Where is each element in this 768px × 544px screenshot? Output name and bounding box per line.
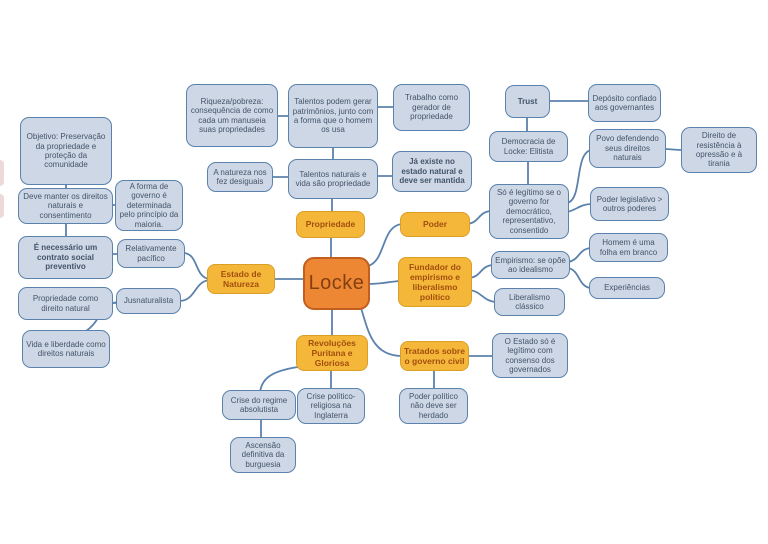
node-talentos-podem: Talentos podem gerar patrimônios, junto … xyxy=(288,84,378,148)
node-povo-defendendo: Povo defendendo seus direitos naturais xyxy=(589,129,666,168)
edge-fundador-empirismo xyxy=(469,264,494,279)
node-jusnaturalista: Jusnaturalista xyxy=(116,288,181,314)
node-trust: Trust xyxy=(505,85,550,118)
node-liberalismo-classico: Liberalismo clássico xyxy=(494,288,565,316)
edge-artifact xyxy=(0,160,4,186)
node-natureza-desiguais: A natureza nos fez desiguais xyxy=(207,162,273,192)
topic-revolucoes: Revoluções Puritana e Gloriosa xyxy=(296,335,368,371)
node-objetivo: Objetivo: Preservação da propriedade e p… xyxy=(20,117,112,185)
topic-tratados: Tratados sobre o governo civil xyxy=(400,341,469,371)
node-crise-politico-religiosa: Crise político-religiosa na Inglaterra xyxy=(297,388,365,424)
node-democracia-elitista: Democracia de Locke: Elitista xyxy=(489,131,568,162)
edge-revolucoes-crise_regime xyxy=(259,366,299,393)
edge-empirismo-homem_folha xyxy=(567,247,592,263)
topic-propriedade: Propriedade xyxy=(296,211,365,238)
node-talentos-naturais: Talentos naturais e vida são propriedade xyxy=(288,159,378,199)
topic-poder: Poder xyxy=(400,212,470,237)
node-poder-legislativo: Poder legislativo > outros poderes xyxy=(590,187,669,221)
node-relativamente-pacifico: Relativamente pacífico xyxy=(117,239,185,268)
node-experiencias: Experiências xyxy=(589,277,665,299)
node-ja-existe: Já existe no estado natural e deve ser m… xyxy=(392,151,472,192)
node-crise-regime: Crise do regime absolutista xyxy=(222,390,296,420)
node-ascensao-burguesia: Ascensão definitiva da burguesia xyxy=(230,437,296,473)
node-trabalho-gerador: Trabalho como gerador de propriedade xyxy=(393,84,470,131)
topic-estado-natureza: Estado de Natureza xyxy=(207,264,275,294)
node-empirismo: Empirismo: se opõe ao idealismo xyxy=(491,251,570,279)
edge-jusnaturalista-estado_natureza xyxy=(178,279,211,302)
node-vida-liberdade: Vida e liberdade como direitos naturais xyxy=(22,330,110,368)
edge-empirismo-experiencias xyxy=(567,267,592,289)
edge-so_legitimo-poder_legislativo xyxy=(566,203,593,213)
node-so-legitimo: Só é legítimo se o governo for democráti… xyxy=(489,184,569,239)
edge-relativamente-estado_natureza xyxy=(182,252,211,280)
node-deve-manter: Deve manter os direitos naturais e conse… xyxy=(18,188,113,224)
edge-locke-fundador xyxy=(367,280,401,285)
node-riqueza-pobreza: Riqueza/pobreza: consequência de como ca… xyxy=(186,84,278,147)
node-direito-resistencia: Direito de resistência à opressão e à ti… xyxy=(681,127,757,173)
topic-fundador-empirismo: Fundador do empirismo e liberalismo polí… xyxy=(398,257,472,307)
node-forma-governo: A forma de governo é determinada pelo pr… xyxy=(115,180,183,231)
node-propriedade-direito: Propriedade como direito natural xyxy=(18,287,113,320)
node-deposito: Depósito confiado aos governantes xyxy=(588,84,661,122)
central-node-locke: Locke xyxy=(303,257,370,310)
edge-locke-tratados xyxy=(360,307,403,357)
edge-so_legitimo-povo xyxy=(566,149,592,204)
node-estado-legitimo: O Estado só é legítimo com consenso dos … xyxy=(492,333,568,378)
edge-artifact xyxy=(0,194,4,218)
node-homem-folha: Homem é uma folha em branco xyxy=(589,233,668,262)
node-contrato-social: É necessário um contrato social preventi… xyxy=(18,236,113,279)
node-poder-politico: Poder político não deve ser herdado xyxy=(399,388,468,424)
edge-poder-so_legitimo xyxy=(467,210,492,225)
edge-fundador-liberalismo xyxy=(469,289,497,303)
edge-locke-poder xyxy=(367,223,403,267)
